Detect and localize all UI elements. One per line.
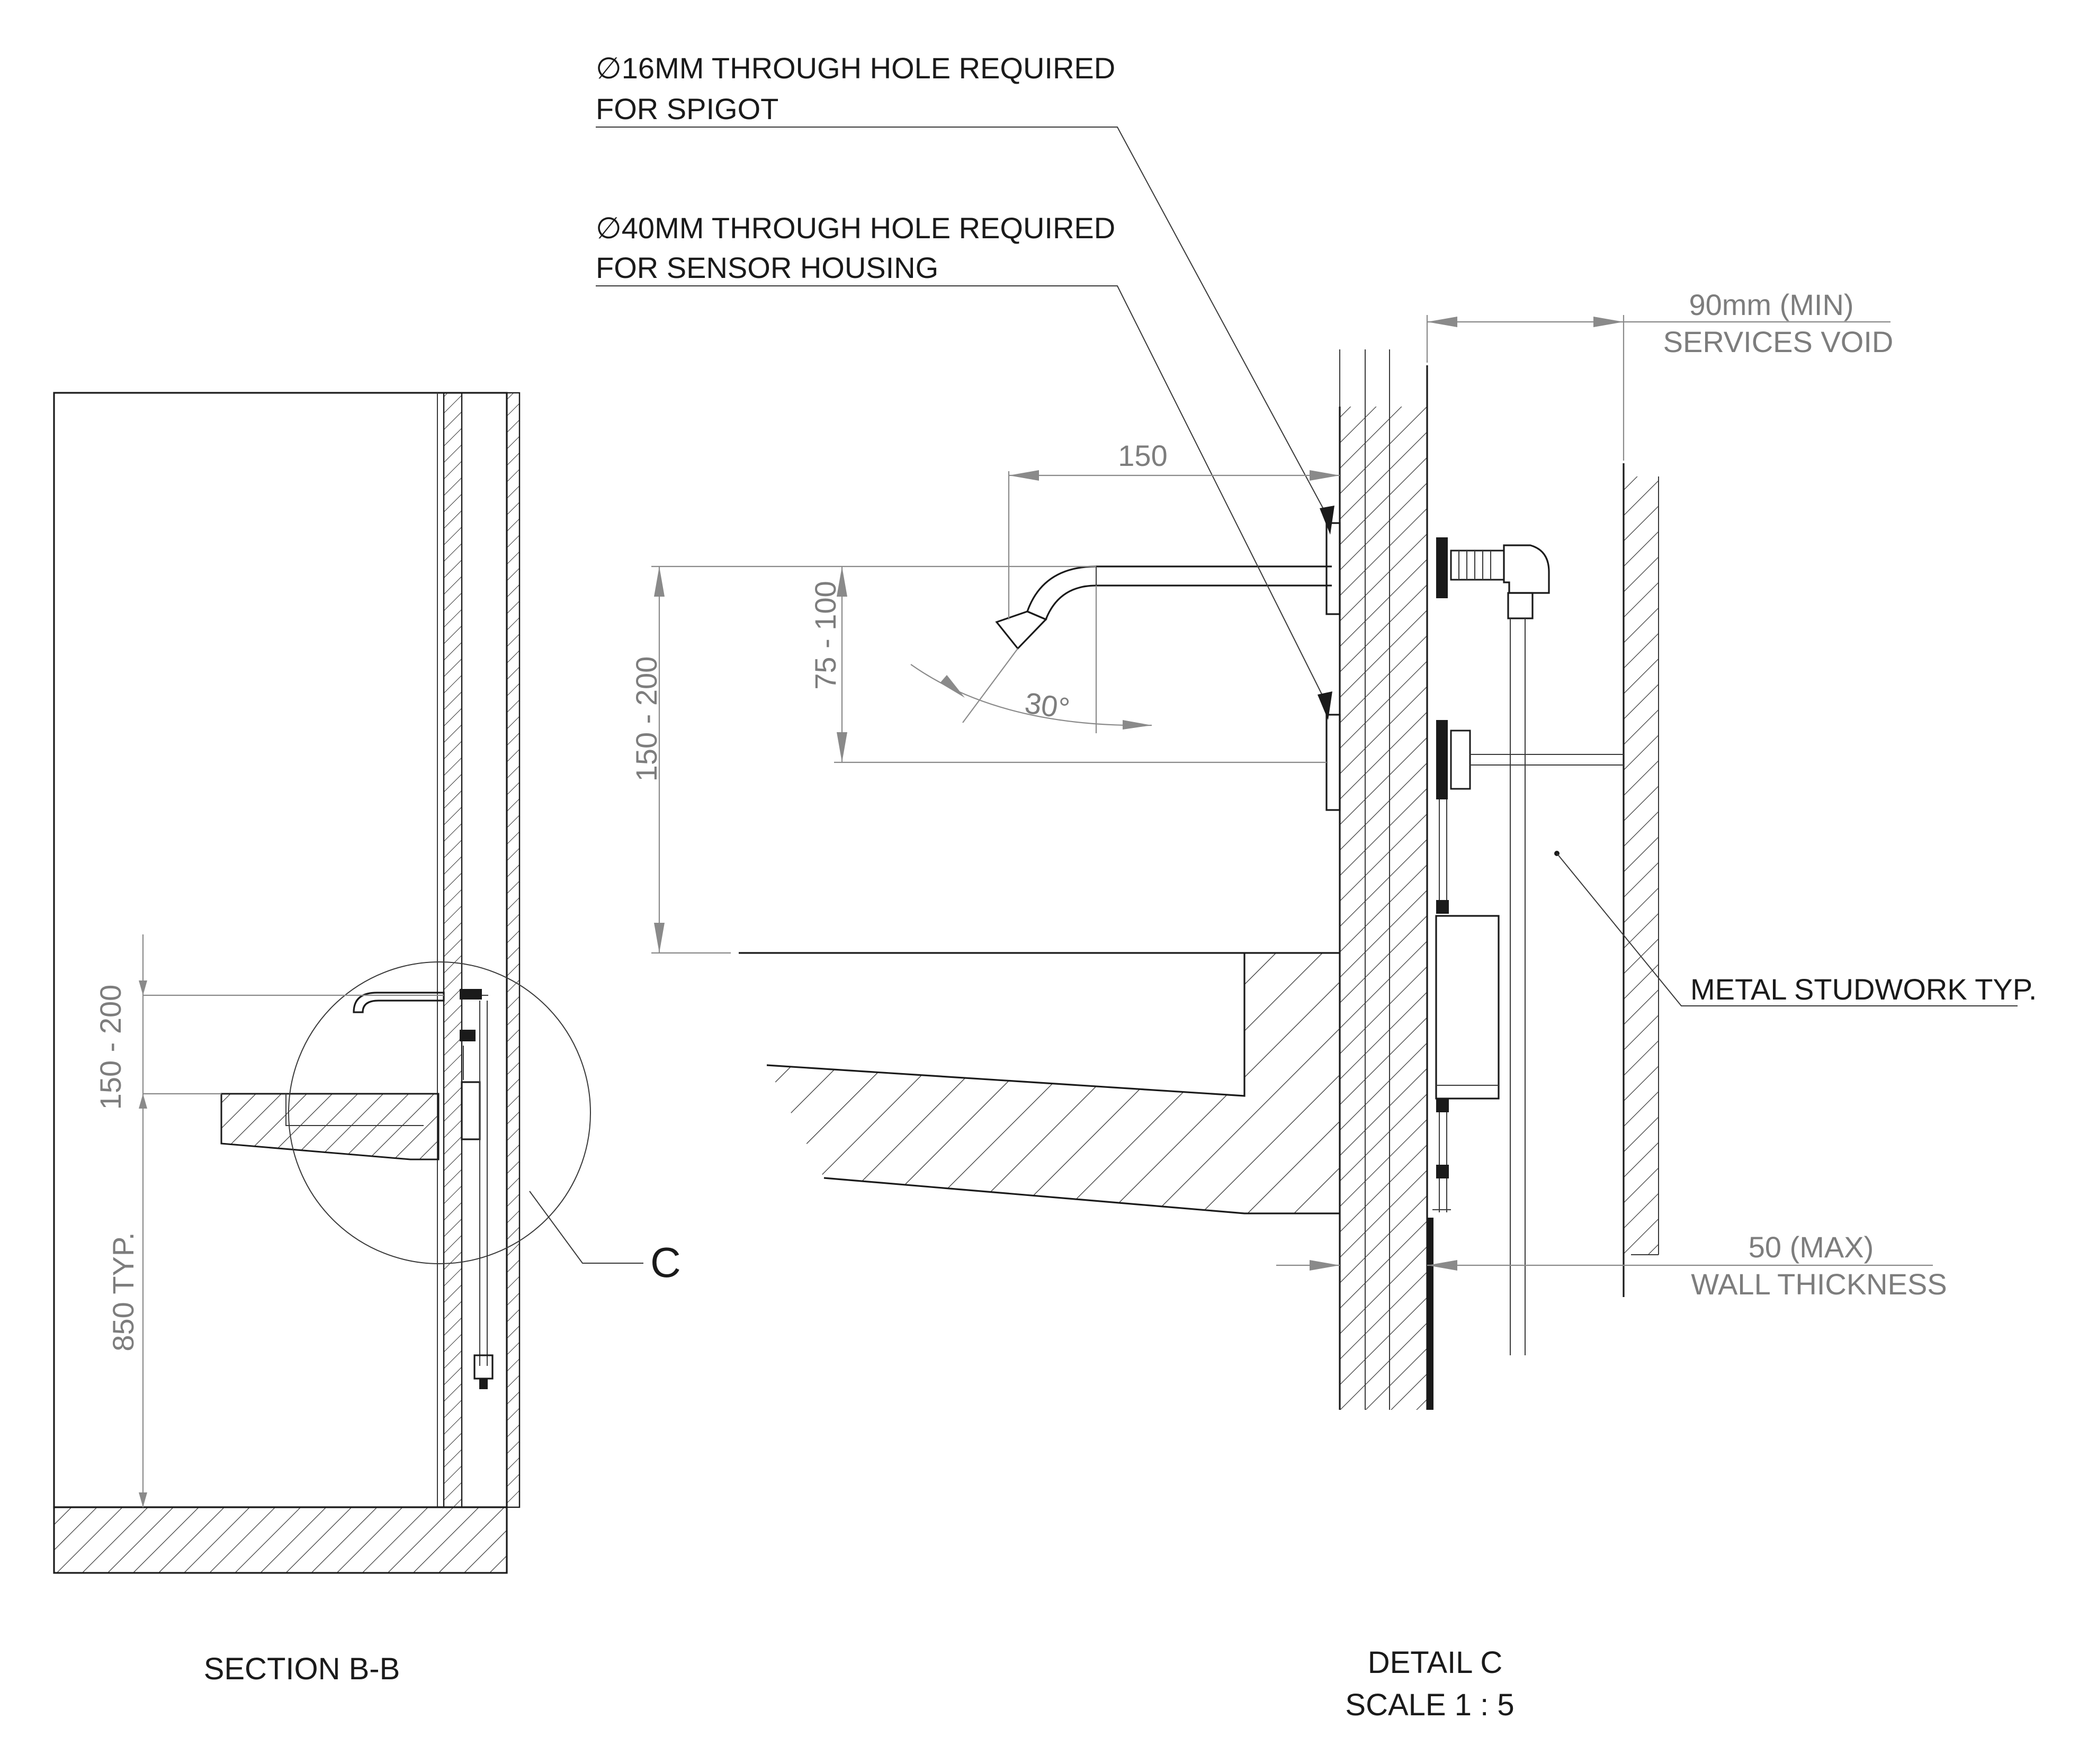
detail-c: ∅16MM THROUGH HOLE REQUIRED FOR SPIGOT ∅… — [596, 51, 2037, 1722]
detail-cross-rail — [1470, 754, 1624, 766]
wall-thickness-label: WALL THICKNESS — [1691, 1267, 1947, 1301]
note-sensor-line2: FOR SENSOR HOUSING — [596, 251, 938, 284]
note-sensor-line1: ∅40MM THROUGH HOLE REQUIRED — [596, 211, 1115, 245]
detail-c-circle — [288, 961, 591, 1264]
detail-sensor-fitting — [1432, 720, 1500, 1212]
detail-spigot-fitting — [1436, 537, 1550, 1355]
spout-height-detail-text: 150 - 200 — [630, 656, 663, 782]
note-sensor: ∅40MM THROUGH HOLE REQUIRED FOR SENSOR H… — [596, 211, 1332, 720]
section-title: SECTION B-B — [204, 1652, 400, 1686]
section-sensor-box — [461, 1081, 481, 1140]
section-spout-height-text: 150 - 200 — [94, 985, 127, 1110]
detail-c-callout: C — [650, 1239, 681, 1286]
note-studwork-text: METAL STUDWORK TYP. — [1690, 973, 2037, 1006]
dim-sensor-offset: 75 - 100 — [809, 566, 1327, 763]
detail-scale: SCALE 1 : 5 — [1345, 1688, 1514, 1722]
section-basin — [220, 1093, 440, 1160]
wall-thickness-value: 50 (MAX) — [1749, 1230, 1874, 1264]
section-wall — [437, 392, 521, 1508]
section-b-b: C 150 - 200 850 TYP. SECTION B-B — [53, 392, 681, 1686]
detail-spout — [995, 522, 1341, 650]
floor-slab — [53, 1506, 508, 1574]
dim-spout-height-detail: 150 - 200 — [630, 565, 1096, 954]
section-pipework — [460, 989, 494, 1389]
note-studwork: METAL STUDWORK TYP. — [1554, 851, 2037, 1006]
angle-text: 30° — [1023, 686, 1072, 725]
section-basin-height-text: 850 TYP. — [106, 1232, 140, 1351]
dim-wall-thickness: 50 (MAX) WALL THICKNESS — [1276, 1230, 1947, 1301]
section-dim-basin-height: 850 TYP. — [106, 1232, 147, 1507]
detail-wall — [1339, 349, 1433, 1410]
sensor-offset-text: 75 - 100 — [809, 581, 842, 690]
note-spigot: ∅16MM THROUGH HOLE REQUIRED FOR SPIGOT — [596, 51, 1334, 535]
detail-title: DETAIL C — [1368, 1645, 1503, 1680]
detail-basin — [739, 952, 1340, 1214]
section-spout — [353, 992, 445, 1013]
dim-services-void: 90mm (MIN) SERVICES VOID — [1426, 288, 1894, 461]
services-void-value: 90mm (MIN) — [1689, 288, 1853, 321]
detail-stud — [1623, 463, 1659, 1297]
note-spigot-line1: ∅16MM THROUGH HOLE REQUIRED — [596, 51, 1115, 85]
dim-angle: 30° — [910, 586, 1152, 733]
services-void-label: SERVICES VOID — [1663, 325, 1894, 358]
spout-reach-text: 150 — [1118, 439, 1167, 472]
dim-spout-reach: 150 — [1008, 439, 1340, 619]
detail-sensor-housing — [1325, 714, 1341, 811]
note-spigot-line2: FOR SPIGOT — [596, 92, 778, 125]
detail-control-box — [1435, 915, 1500, 1100]
section-dim-spout-height: 150 - 200 — [94, 934, 444, 1507]
detail-c-leader — [529, 1191, 643, 1264]
